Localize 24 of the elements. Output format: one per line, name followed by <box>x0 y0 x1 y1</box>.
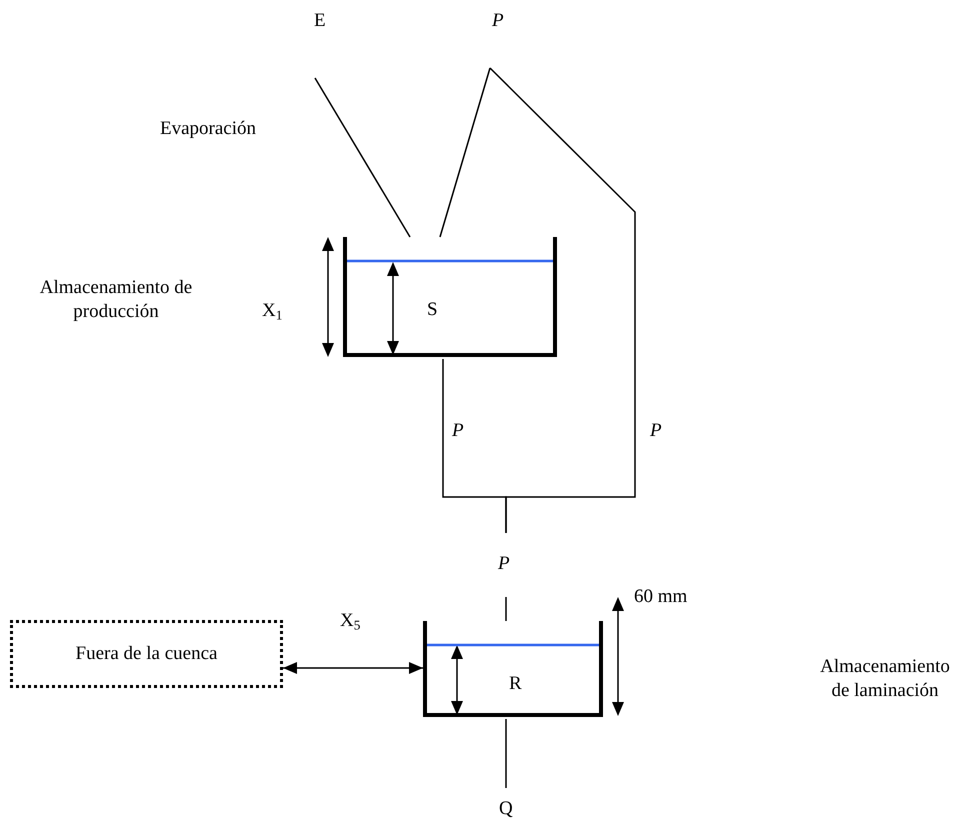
edge-label: P <box>452 420 464 443</box>
flow-label: P <box>498 553 510 576</box>
edge-label: Evaporación <box>160 118 256 141</box>
edge-label: X$_{5}$ <box>340 610 360 634</box>
flow-label: E <box>314 10 326 33</box>
double-arrow <box>283 662 423 674</box>
flow-label: Q <box>499 798 513 821</box>
box-label: Fuera de la cuenca <box>76 643 218 665</box>
dimension-label: X$_{1}$ <box>262 300 282 324</box>
flow-line <box>505 719 507 788</box>
flow-line <box>314 78 411 238</box>
flow-line <box>442 359 507 533</box>
store-symbol: R <box>509 673 522 696</box>
flow-line <box>439 68 491 238</box>
flow-label: P <box>492 10 504 33</box>
dotted-box <box>10 620 283 688</box>
flow-line <box>505 597 507 621</box>
edge-label: P <box>650 420 662 443</box>
store-caption: Almacenamiento de producción <box>38 276 194 324</box>
storage-tank <box>343 237 557 359</box>
dimension-label: 60 mm <box>634 586 688 609</box>
store-symbol: S <box>427 299 438 322</box>
store-caption: Almacenamiento de laminación <box>819 655 951 703</box>
storage-tank <box>423 621 603 719</box>
